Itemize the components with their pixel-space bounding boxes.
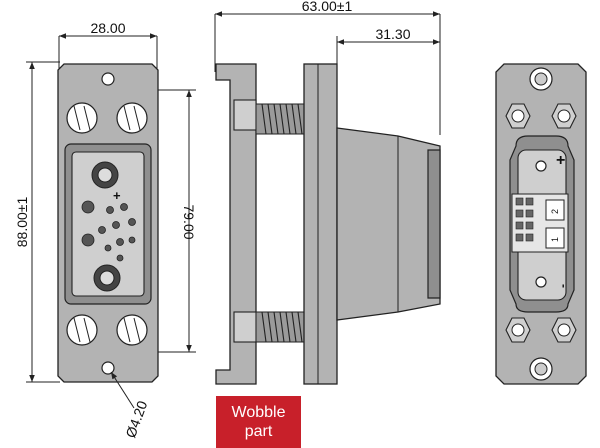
body-length-dimension-label: 31.30 [375,26,410,42]
hole-diameter-label: Ø4.20 [122,398,150,440]
rear-minus-marking: - [557,284,571,288]
badge-line-1: Wobble [231,404,286,421]
bottom-mounting-hole [101,361,115,375]
side-housing-body [336,127,441,321]
wobble-part-badge: Wobble part [216,396,301,448]
signal-contacts [81,200,136,262]
screw-bottom-left [66,314,98,346]
rear-plus-marking: + [556,152,565,169]
rear-view: 2 1 + - [495,63,587,385]
rear-power-contact-top [535,160,547,172]
rear-pin-2-marking: 2 [550,209,560,214]
rear-power-contact-bottom [535,276,547,288]
inner-height-dimension-label: 79.00 [181,204,197,239]
front-view: 28.00 88.00±1 79.00 [14,20,197,440]
hole-diameter-leader [110,371,135,409]
side-flange [303,63,338,385]
screw-bottom-right [116,314,148,346]
thread-top [255,103,305,135]
hex-nut-bottom-right [551,317,577,343]
front-contact-insert [71,151,145,297]
overall-length-dimension-label: 63.00±1 [302,0,353,14]
badge-line-2: part [244,423,273,440]
screw-top-right [116,102,148,134]
hex-nut-top-right [551,103,577,129]
hex-nut-top-left [505,103,531,129]
front-plus-marking: + [113,188,121,203]
thread-bottom [255,311,305,343]
screw-top-left [66,102,98,134]
top-mounting-hole [101,72,115,86]
width-dimension-label: 28.00 [90,20,125,36]
side-view: 63.00±1 31.30 [214,0,441,385]
wobble-plate [215,63,257,385]
hex-nut-bottom-left [505,317,531,343]
side-housing-lip [427,149,441,299]
height-dimension-label: 88.00±1 [14,197,30,248]
rear-pin-1-marking: 1 [550,237,560,242]
